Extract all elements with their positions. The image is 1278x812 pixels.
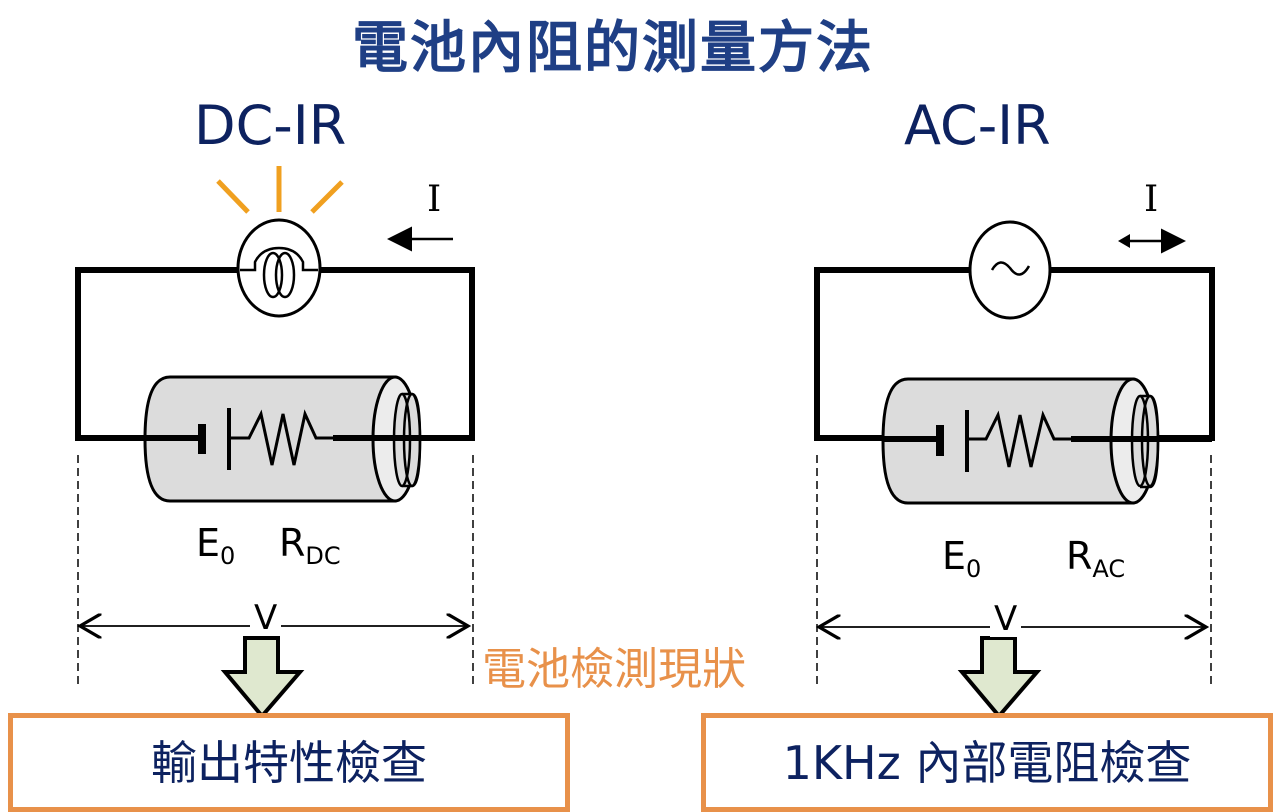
dc-battery-icon bbox=[143, 375, 472, 503]
dc-current-label: I bbox=[427, 179, 442, 220]
dc-result-text: 輸出特性檢查 bbox=[151, 735, 427, 790]
dc-emf-subscript: 0 bbox=[220, 542, 236, 570]
status-label: 電池檢測現狀 bbox=[482, 644, 746, 695]
dc-result-box: 輸出特性檢查 bbox=[8, 713, 570, 812]
dc-resistance-subscript: DC bbox=[305, 542, 341, 570]
light-bulb-icon bbox=[236, 218, 322, 318]
ac-emf-symbol: E bbox=[942, 534, 967, 578]
ac-emf-subscript: 0 bbox=[966, 555, 982, 583]
ac-resistance-subscript: AC bbox=[1092, 555, 1126, 583]
ac-wire bbox=[814, 267, 970, 441]
arrowhead-left bbox=[1118, 234, 1130, 248]
dc-wire bbox=[75, 267, 238, 441]
dc-resistance-symbol: R bbox=[279, 521, 306, 565]
ac-circuit bbox=[814, 220, 1215, 720]
ac-resistance-symbol: R bbox=[1066, 534, 1093, 578]
page-title: 電池內阻的測量方法 bbox=[352, 16, 874, 81]
ac-method-label: AC-IR bbox=[904, 94, 1051, 157]
ac-emf-label: E0 bbox=[942, 534, 981, 591]
ac-source-icon bbox=[968, 220, 1052, 320]
ac-battery-icon bbox=[881, 377, 1212, 505]
bulb-rays-icon bbox=[216, 166, 344, 214]
ac-current-label: I bbox=[1144, 179, 1159, 220]
dc-resistance-label: RDC bbox=[279, 521, 341, 578]
ac-down-arrow-icon bbox=[957, 636, 1042, 720]
ac-voltage-label: V bbox=[990, 601, 1022, 637]
dc-method-label: DC-IR bbox=[194, 94, 347, 157]
ac-result-box: 1KHz 內部電阻檢查 bbox=[701, 713, 1273, 812]
dc-circuit bbox=[75, 166, 475, 720]
dc-emf-symbol: E bbox=[196, 521, 221, 565]
ac-result-text: 1KHz 內部電阻檢查 bbox=[782, 735, 1192, 790]
dc-down-arrow-icon bbox=[220, 636, 305, 720]
dc-emf-label: E0 bbox=[196, 521, 235, 578]
dc-voltage-label: V bbox=[250, 600, 282, 636]
ac-resistance-label: RAC bbox=[1066, 534, 1125, 591]
